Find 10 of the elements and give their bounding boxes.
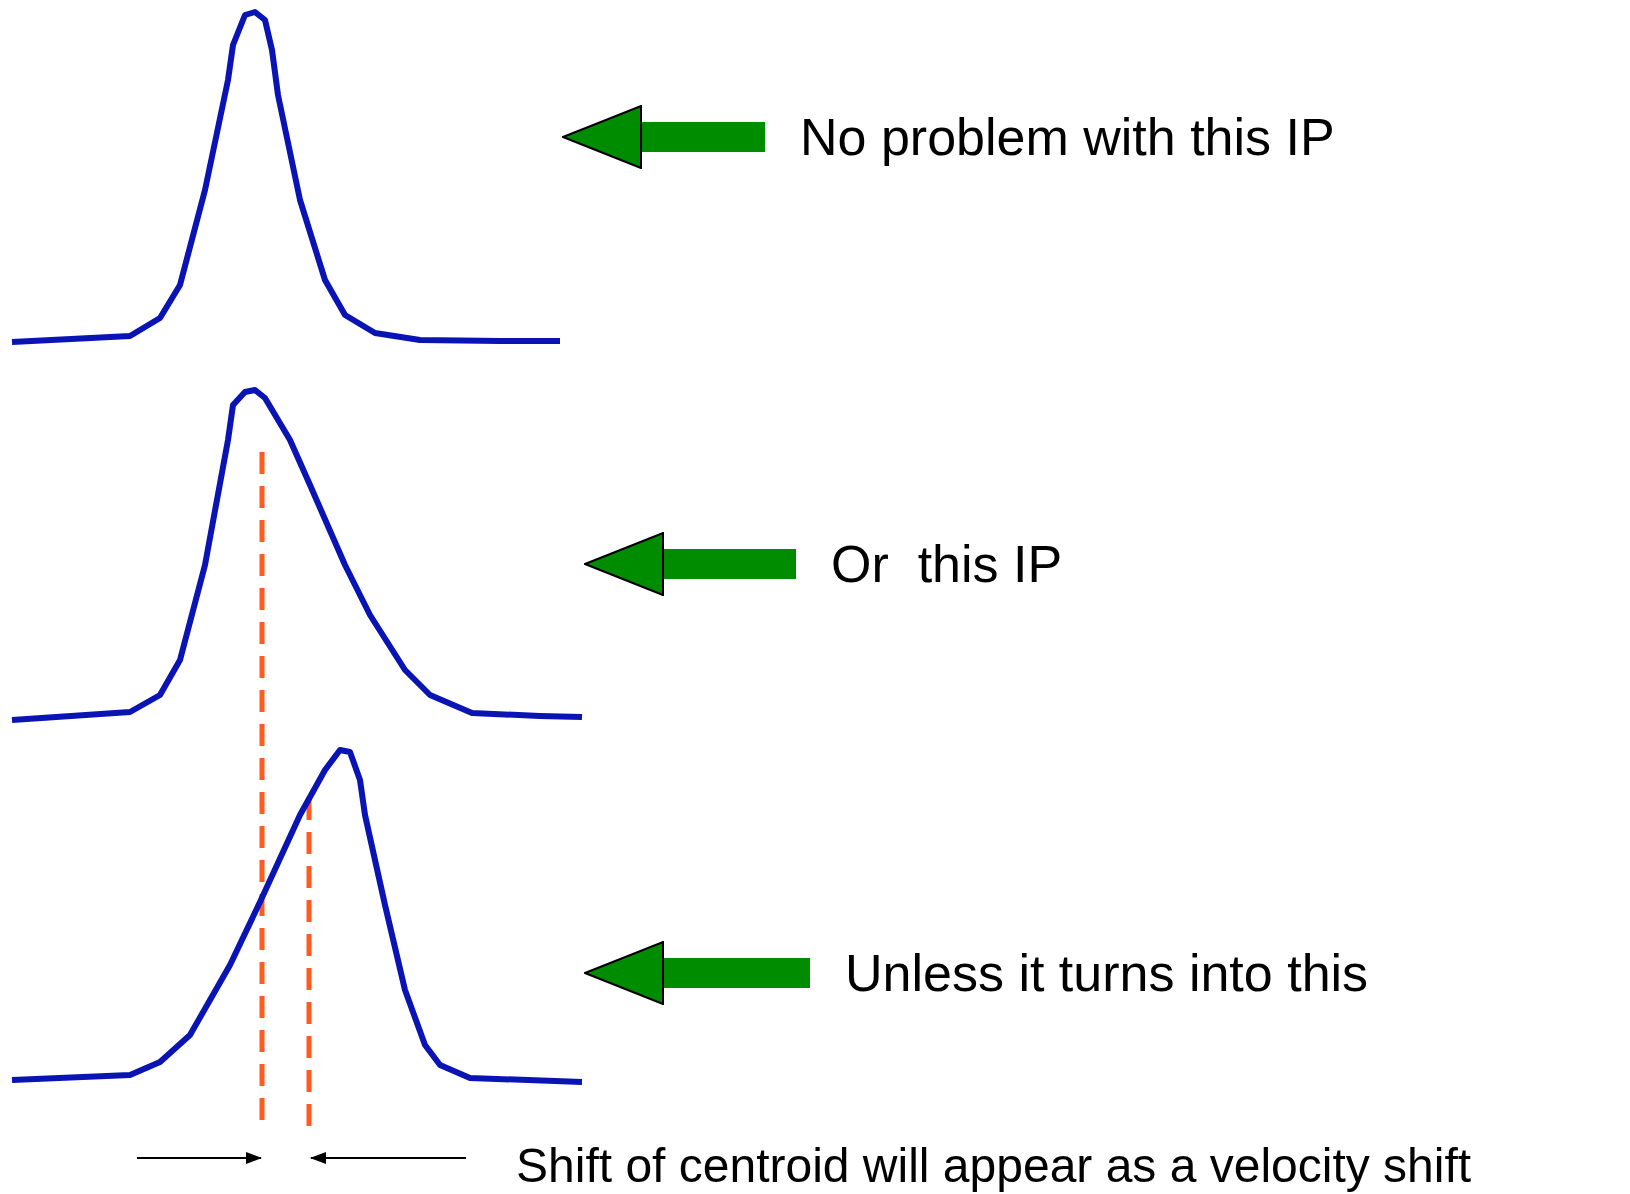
profile-curve-drawing	[9, 387, 585, 723]
profile-curve-drawing	[9, 747, 585, 1085]
caption-text: Shift of centroid will appear as a velocity shift	[516, 1138, 1472, 1194]
block-arrow	[584, 532, 796, 596]
profile-curve-drawing	[9, 9, 563, 345]
annotation-text: Or this IP	[796, 534, 1063, 594]
annotation-text: No problem with this IP	[765, 107, 1335, 167]
block-arrow	[562, 105, 765, 169]
annotation-text: Unless it turns into this	[810, 943, 1369, 1003]
block-arrow	[584, 941, 810, 1005]
